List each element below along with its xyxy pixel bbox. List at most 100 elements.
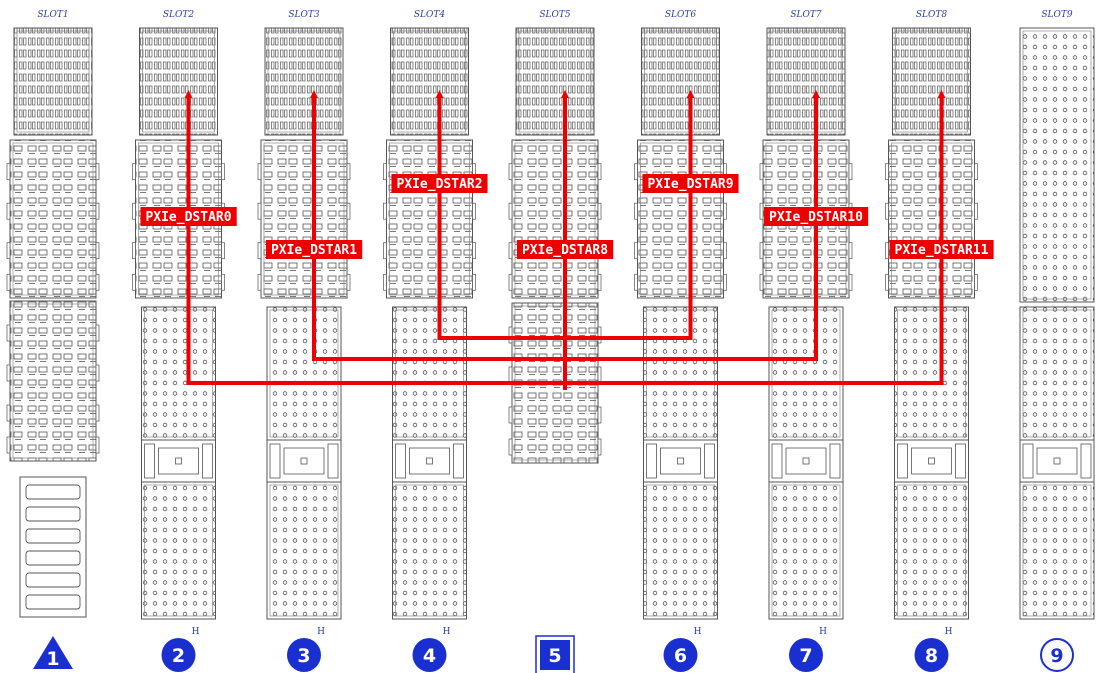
hybrid-mark: H <box>694 627 702 637</box>
slot-label: SLOT8 <box>916 10 948 20</box>
slot-number-text: 8 <box>925 645 938 667</box>
slot-label: SLOT3 <box>288 10 320 20</box>
hybrid-mark: H <box>443 627 451 637</box>
slot-label: SLOT7 <box>790 10 822 20</box>
connector-block <box>768 306 844 441</box>
slot-label: SLOT1 <box>37 10 68 20</box>
slot-label: SLOT2 <box>163 10 195 20</box>
connector-block <box>383 139 476 299</box>
slot-number-text: 1 <box>46 648 59 670</box>
signal-label-bg <box>516 240 614 259</box>
slot-number-text: 5 <box>548 645 561 667</box>
slot-label: SLOT5 <box>539 10 571 20</box>
connector-block <box>766 27 846 136</box>
connector-block <box>392 306 467 441</box>
connector-block <box>1019 481 1095 620</box>
signals-layer: PXIe_DSTAR0PXIe_DSTAR1PXIe_DSTAR2PXIe_DS… <box>140 90 994 390</box>
connector-block <box>894 306 969 441</box>
signal-pxie-dstar2: PXIe_DSTAR2 <box>391 90 565 340</box>
slot-number-text: 9 <box>1050 645 1063 667</box>
slot-9: SLOT9 9 <box>1019 10 1095 672</box>
keying-block <box>643 439 718 483</box>
slot-label: SLOT4 <box>414 10 446 20</box>
signal-pxie-dstar9: PXIe_DSTAR9 <box>565 90 739 340</box>
connector-block <box>643 481 718 620</box>
signal-label: PXIe_DSTAR9 <box>647 177 733 192</box>
connector-block <box>885 139 978 299</box>
connector-block <box>257 139 351 299</box>
connector-block <box>139 27 218 136</box>
connector-block <box>266 481 342 620</box>
slot-number-4: 4H <box>412 627 451 672</box>
connector-block <box>13 27 93 136</box>
slot-5: SLOT5 5 <box>508 10 602 673</box>
signal-label: PXIe_DSTAR11 <box>895 243 989 258</box>
slot-label: SLOT6 <box>665 10 697 20</box>
slot-3: SLOT3 3H <box>257 10 351 672</box>
signal-label: PXIe_DSTAR2 <box>396 177 482 192</box>
connector-block <box>1019 306 1095 441</box>
signal-line <box>565 90 820 361</box>
keying-block <box>894 439 969 483</box>
signal-label-bg <box>265 240 363 259</box>
slot-number-5: 5 <box>535 635 575 673</box>
slot-number-2: 2H <box>161 627 200 672</box>
connector-block <box>6 300 100 462</box>
slot-2: SLOT2 2H <box>132 10 225 672</box>
signal-line <box>565 90 946 385</box>
connector-block <box>643 306 718 441</box>
signal-label: PXIe_DSTAR1 <box>271 243 357 258</box>
slot-number-text: 3 <box>297 645 310 667</box>
slot-1: SLOT1 1 <box>6 10 100 670</box>
signal-pxie-dstar11: PXIe_DSTAR11 <box>565 90 994 385</box>
slot-number-text: 7 <box>799 645 812 667</box>
keying-block <box>392 439 467 483</box>
hybrid-mark: H <box>945 627 953 637</box>
signal-pxie-dstar0: PXIe_DSTAR0 <box>140 90 565 385</box>
keying-block <box>266 439 342 483</box>
slot-6: SLOT6 6H <box>634 10 727 672</box>
connector-block <box>508 139 602 299</box>
signal-label: PXIe_DSTAR8 <box>522 243 608 258</box>
system-module-connector <box>19 476 87 618</box>
hybrid-mark: H <box>819 627 827 637</box>
slot-4: SLOT4 4H <box>383 10 476 672</box>
signal-line <box>310 90 565 361</box>
slot-number-3: 3H <box>287 627 325 672</box>
connector-block <box>6 139 100 299</box>
slot-number-1: 1 <box>33 636 73 670</box>
connector-block <box>892 27 971 136</box>
signal-label-bg <box>140 207 237 226</box>
slot-number-text: 2 <box>172 645 185 667</box>
signal-pxie-dstar8: PXIe_DSTAR8 <box>516 90 614 352</box>
connector-block <box>141 306 216 441</box>
keying-block <box>768 439 844 483</box>
connector-block <box>768 481 844 620</box>
signal-pxie-dstar10: PXIe_DSTAR10 <box>565 90 869 361</box>
signal-label-bg <box>391 174 488 193</box>
hybrid-mark: H <box>192 627 200 637</box>
connector-block <box>634 139 727 299</box>
hybrid-mark: H <box>317 627 325 637</box>
connector-block <box>141 481 216 620</box>
slot-number-7: 7H <box>789 627 827 672</box>
slots-layer: SLOT11SLOT22HSLOT33HSLOT44HSLOT55SLOT66H… <box>6 10 1095 673</box>
signal-label: PXIe_DSTAR0 <box>145 210 231 225</box>
slot-number-text: 4 <box>423 645 436 667</box>
slot-7: SLOT7 7H <box>759 10 853 672</box>
slot-label: SLOT9 <box>1041 10 1073 20</box>
slot-number-9: 9 <box>1040 638 1074 672</box>
signal-label: PXIe_DSTAR10 <box>769 210 863 225</box>
connector-block <box>266 306 342 441</box>
connector-block <box>515 27 595 136</box>
signal-line <box>184 90 565 385</box>
slot-number-text: 6 <box>674 645 687 667</box>
keying-block <box>141 439 216 483</box>
slot-8: SLOT8 8H <box>885 10 978 672</box>
slot-number-8: 8H <box>914 627 953 672</box>
connector-block <box>641 27 720 136</box>
signal-label-bg <box>764 207 869 226</box>
signal-pxie-dstar1: PXIe_DSTAR1 <box>265 90 565 361</box>
connector-block <box>264 27 344 136</box>
